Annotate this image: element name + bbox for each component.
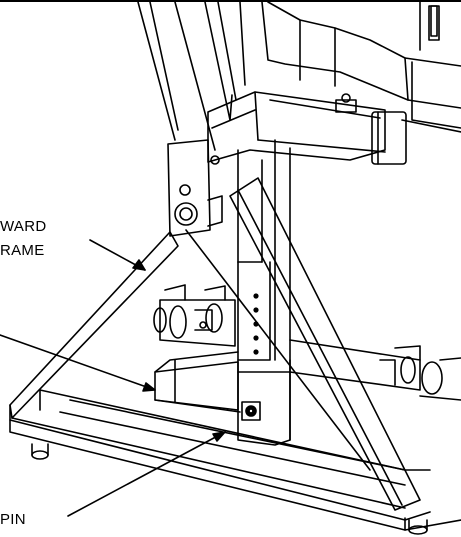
base-frame — [9, 399, 461, 535]
callout-label-pin: PIN — [0, 511, 26, 528]
diagonal-strut — [229, 177, 421, 511]
slide-block — [154, 351, 241, 413]
pivot-bracket — [167, 139, 223, 237]
central-post-lower — [237, 261, 291, 446]
background-wedges — [137, 1, 246, 151]
upper-crossbeam — [207, 91, 407, 165]
arrowhead-pin — [212, 431, 226, 442]
leader-pin — [67, 431, 226, 517]
arrowhead-block — [142, 382, 156, 392]
leader-block — [0, 334, 156, 391]
arrowhead-ward-frame — [132, 259, 146, 271]
right-clamp-assembly — [289, 339, 461, 401]
central-post-upper — [237, 139, 291, 441]
left-clamp-assembly — [153, 284, 236, 347]
callout-label-ward: WARD — [0, 218, 47, 235]
leader-lines — [0, 239, 226, 517]
seat-frame-background — [261, 1, 461, 133]
callout-label-rame: RAME — [0, 242, 45, 259]
